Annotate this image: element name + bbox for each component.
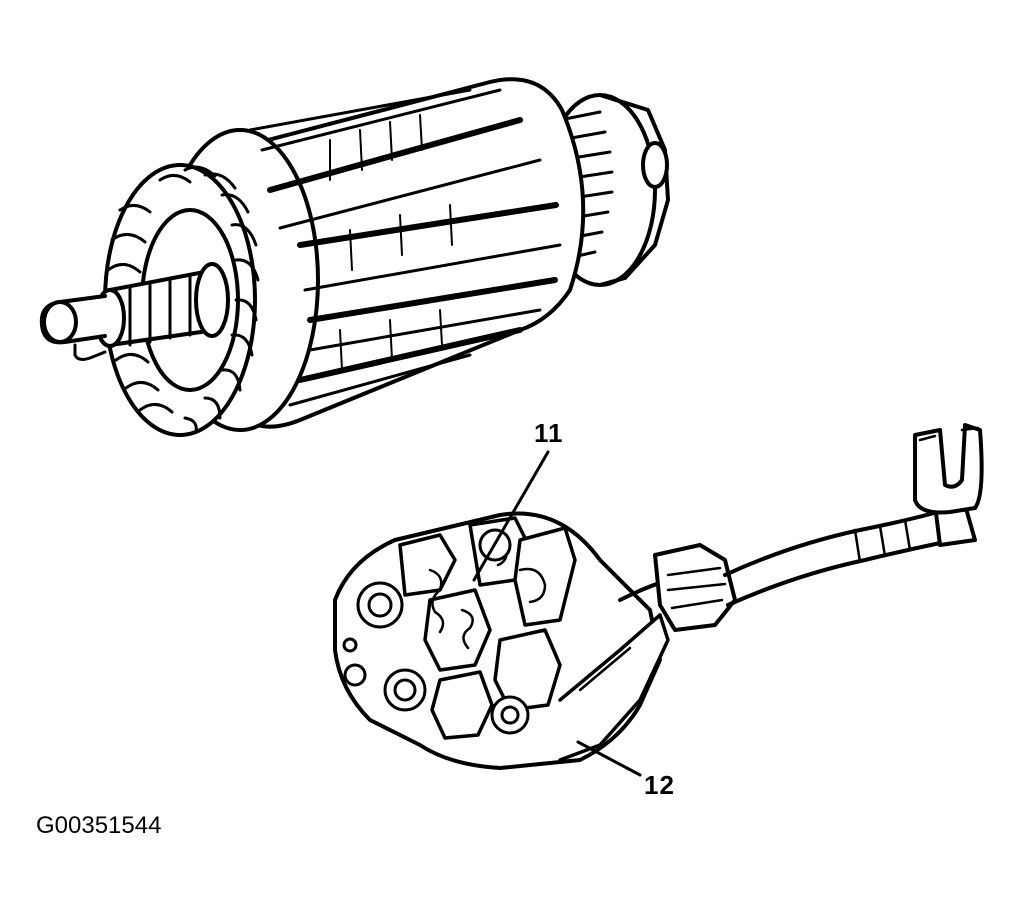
armature-shaft	[39, 262, 230, 361]
leader-line-12	[576, 740, 642, 777]
rivets	[342, 528, 530, 735]
callout-11: 11	[534, 418, 564, 448]
figure-id: G00351544	[36, 812, 162, 839]
brush-holder-assembly	[333, 423, 984, 770]
brush-lead-wire	[618, 508, 957, 632]
fork-terminal	[913, 423, 984, 547]
callout-12: 12	[644, 770, 675, 800]
armature	[39, 77, 670, 437]
brush-springs	[428, 538, 547, 650]
brush-holder-flange	[558, 613, 670, 762]
leader-line-11	[472, 450, 550, 582]
